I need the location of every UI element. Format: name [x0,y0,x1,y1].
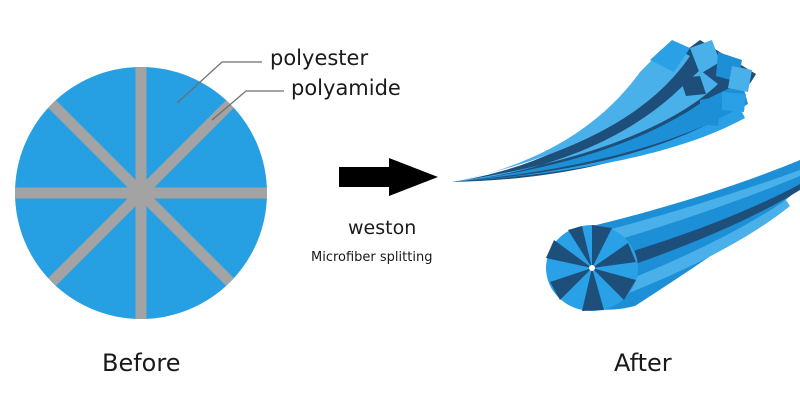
upper-fiber-tips [650,40,752,126]
process-label: Microfiber splitting [311,250,433,265]
right-arrow-icon [339,158,438,196]
polyamide-leader [211,90,284,121]
before-label: Before [102,349,181,377]
leader-lines [176,61,284,121]
split-fiber-upper [452,40,756,182]
fiber-end-face [546,225,638,311]
polyamide-label: polyamide [291,76,401,100]
after-label: After [614,349,672,377]
center-core [132,184,150,202]
split-fiber-lower [546,160,800,311]
fiber-cross-section [15,67,267,319]
polyester-leader [176,61,262,104]
polyester-label: polyester [270,46,369,70]
brand-label: weston [348,217,417,239]
